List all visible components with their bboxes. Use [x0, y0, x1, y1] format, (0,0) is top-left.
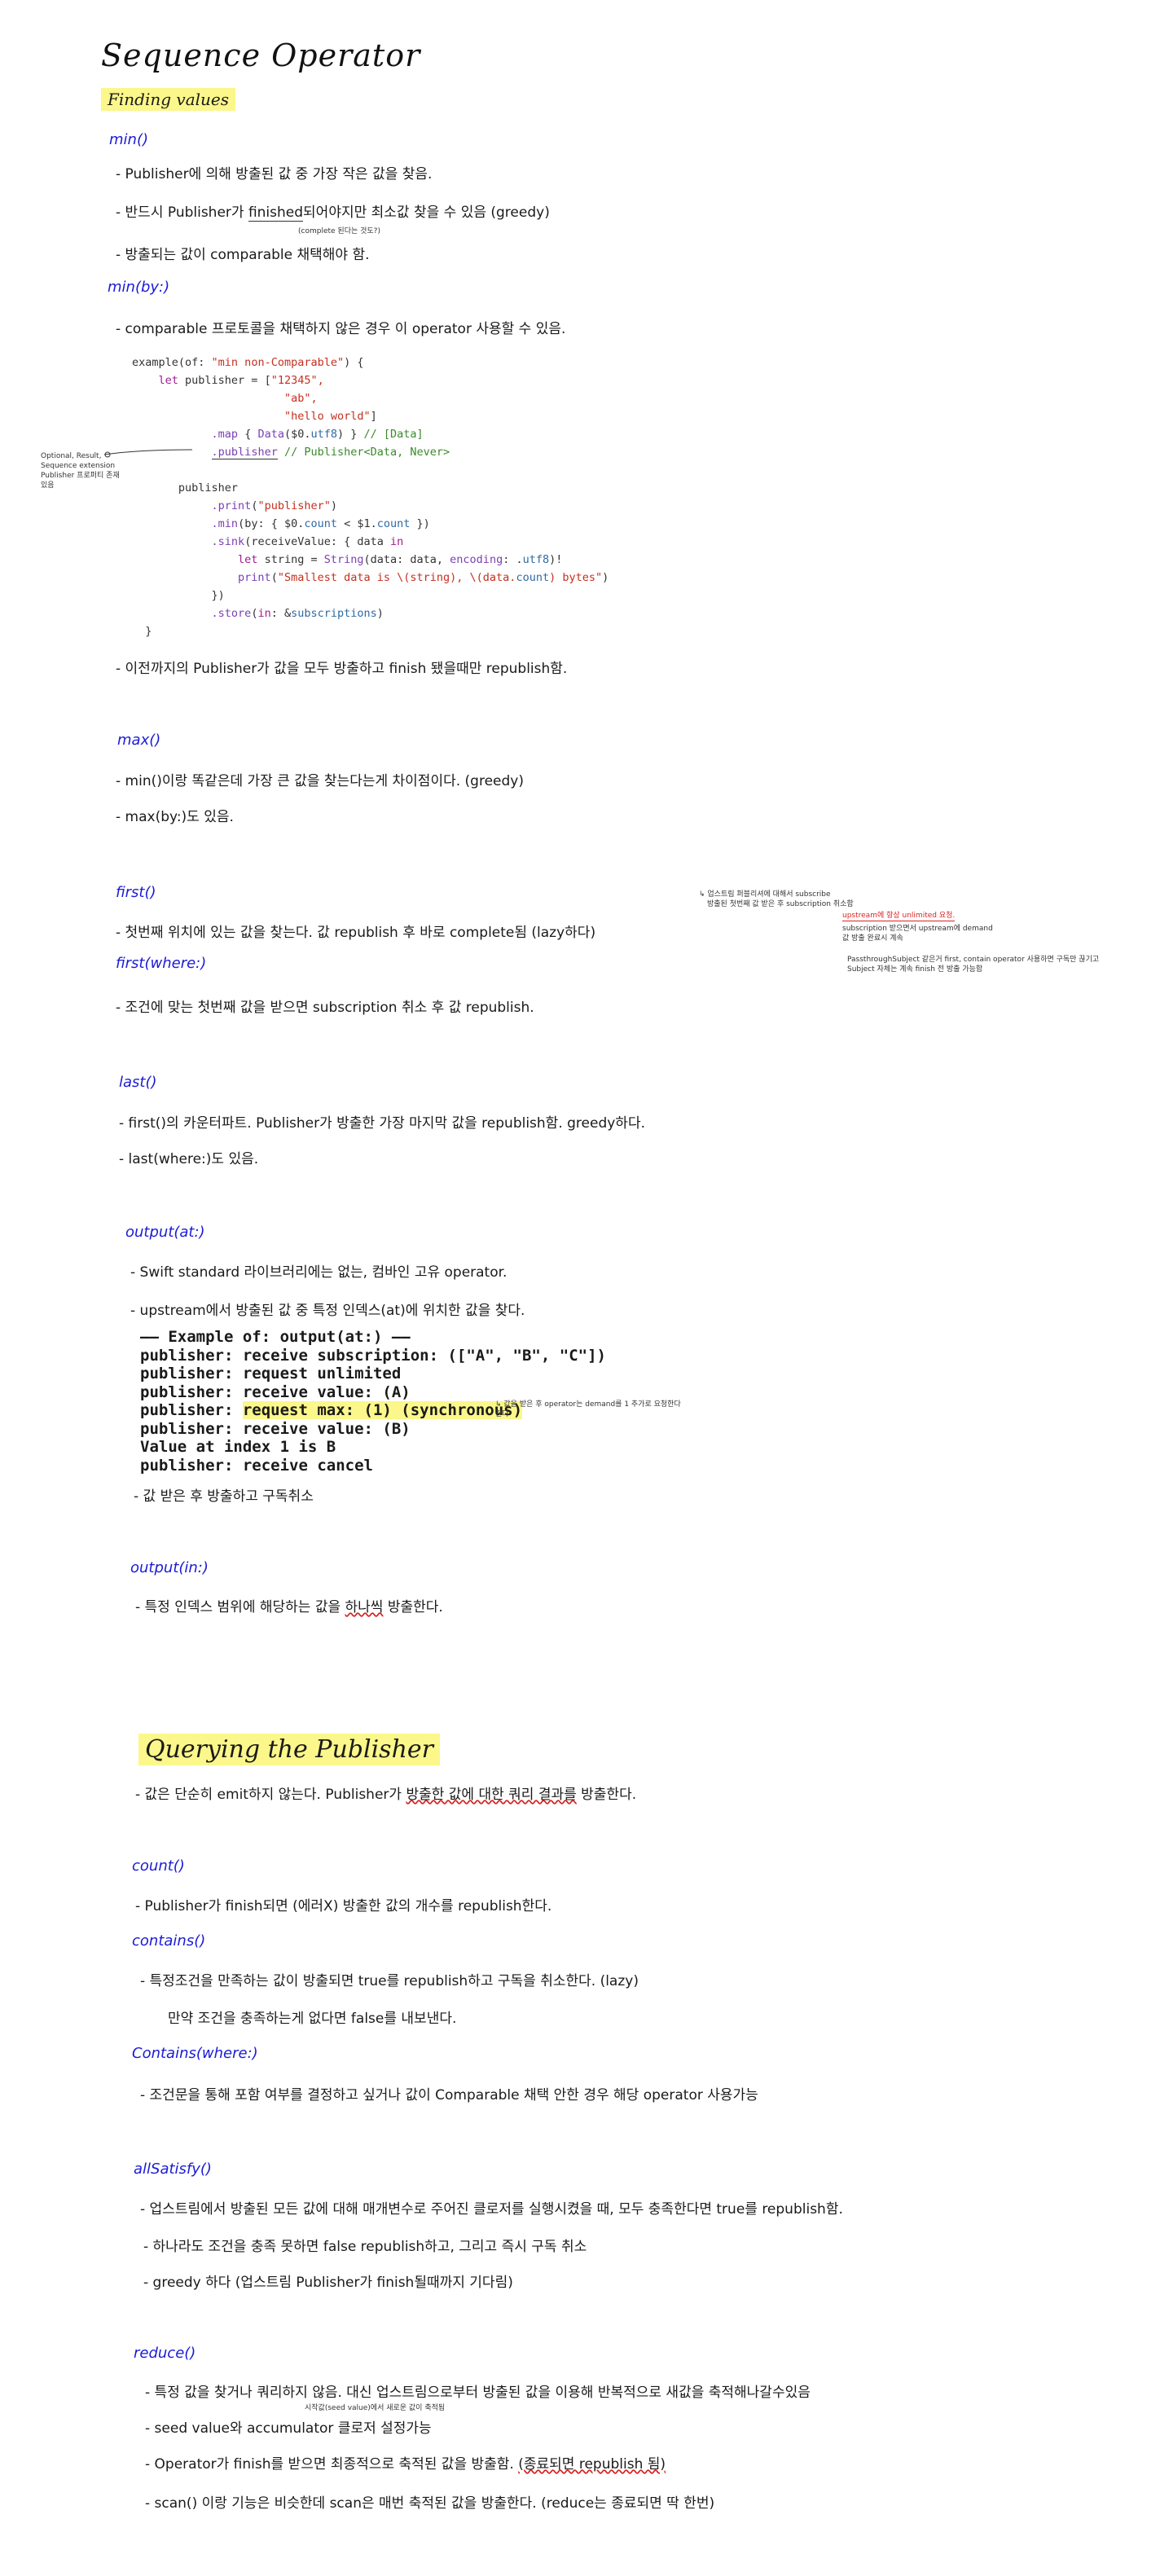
min-bullet-1: - Publisher에 의해 방출된 값 중 가장 작은 값을 찾음.	[116, 166, 433, 182]
first-note-demand: subscription 받으면서 upstream에 demand 값 방출 …	[842, 925, 993, 943]
page-title: Sequence Operator	[101, 37, 421, 73]
count-bullet-1: - Publisher가 finish되면 (에러X) 방출한 값의 개수를 r…	[135, 1898, 552, 1914]
contains-where-bullet-1: - 조건문을 통해 포함 여부를 결정하고 싶거나 값이 Comparable …	[140, 2087, 758, 2103]
contains-bullet-2: 만약 조건을 충족하는게 없다면 false를 내보낸다.	[168, 2011, 457, 2027]
heading-contains-where: Contains(where:)	[132, 2045, 258, 2062]
reduce-bullet-3: - Operator가 finish를 받으면 최종적으로 축적된 값을 방출함…	[145, 2456, 666, 2473]
reduce-bullet-1: - 특정 값을 찾거나 쿼리하지 않음. 대신 업스트림으로부터 방출된 값을 …	[145, 2385, 811, 2401]
output-at-bullet-1: - Swift standard 라이브러리에는 없는, 컴바인 고유 oper…	[130, 1264, 508, 1281]
allsatisfy-bullet-1: - 업스트림에서 방출된 모든 값에 대해 매개변수로 주어진 클로저를 실행시…	[140, 2201, 843, 2218]
heading-min-by: min(by:)	[108, 279, 170, 296]
side-note-publisher-property: Optional, Result, Sequence extension Pub…	[41, 452, 120, 490]
log-highlight-request-max: request max: (1) (synchronous)	[242, 1401, 523, 1419]
heading-min: min()	[109, 131, 148, 148]
heading-reduce: reduce()	[134, 2345, 196, 2362]
heading-count: count()	[132, 1857, 185, 1875]
min-bullet-2: - 반드시 Publisher가 finished되어야지만 최소값 찾을 수 …	[116, 204, 550, 222]
min-bullet-3: - 방출되는 값이 comparable 채택해야 함.	[116, 247, 370, 263]
last-bullet-1: - first()의 카운터파트. Publisher가 방출한 가장 마지막 …	[119, 1115, 645, 1132]
allsatisfy-bullet-3: - greedy 하다 (업스트림 Publisher가 finish될때까지 …	[143, 2275, 513, 2291]
query-intro: - 값은 단순히 emit하지 않는다. Publisher가 방출한 값에 대…	[135, 1787, 637, 1803]
section-heading-querying: Querying the Publisher	[130, 1734, 448, 1765]
max-bullet-1: - min()이랑 똑같은데 가장 큰 값을 찾는다는게 차이점이다. (gre…	[116, 773, 524, 789]
reduce-bullet-2: - seed value와 accumulator 클로저 설정가능	[145, 2420, 432, 2437]
heading-first-where: first(where:)	[116, 955, 207, 972]
heading-first: first()	[116, 884, 156, 901]
last-bullet-2: - last(where:)도 있음.	[119, 1151, 259, 1167]
first-note-subscribe: ↳ 업스트림 퍼블리셔에 대해서 subscribe 방출된 첫번째 값 받은 …	[699, 890, 854, 908]
first-note-red: upstream에 항상 unlimited 요청.	[842, 912, 956, 921]
heading-max: max()	[117, 732, 161, 749]
min-by-bullet-2: - 이전까지의 Publisher가 값을 모두 방출하고 finish 됐을때…	[116, 661, 568, 677]
min-by-bullet-1: - comparable 프로토콜을 채택하지 않은 경우 이 operator…	[116, 321, 566, 337]
reduce-seed-note: 시작값(seed value)에서 새로운 값이 축적됨	[305, 2404, 446, 2412]
heading-last: last()	[119, 1074, 157, 1091]
first-note-passthrough: PassthroughSubject 같은거 first, contain op…	[847, 956, 1100, 974]
output-at-bullet-3: - 값 받은 후 방출하고 구독취소	[134, 1488, 314, 1505]
max-bullet-2: - max(by:)도 있음.	[116, 809, 234, 825]
output-at-bullet-2: - upstream에서 방출된 값 중 특정 인덱스(at)에 위치한 값을 …	[130, 1303, 525, 1319]
heading-output-in: output(in:)	[130, 1559, 209, 1576]
output-at-demand-note: ↳ 값을 받은 후 operator는 demand를 1 추가로 요청한다 한…	[495, 1400, 681, 1418]
heading-allsatisfy: allSatisfy()	[134, 2161, 212, 2178]
first-where-bullet-1: - 조건에 맞는 첫번째 값을 받으면 subscription 취소 후 값 …	[116, 1000, 534, 1016]
contains-bullet-1: - 특정조건을 만족하는 값이 방출되면 true를 republish하고 구…	[140, 1973, 639, 1989]
min-note-complete: (complete 된다는 것도?)	[298, 227, 380, 235]
heading-contains: contains()	[132, 1932, 206, 1950]
output-at-console-log: —— Example of: output(at:) —— publisher:…	[140, 1328, 606, 1475]
allsatisfy-bullet-2: - 하나라도 조건을 충족 못하면 false republish하고, 그리고…	[143, 2239, 587, 2255]
side-note-arrow	[103, 449, 193, 458]
first-bullet-1: - 첫번째 위치에 있는 값을 찾는다. 값 republish 후 바로 co…	[116, 925, 596, 941]
section-heading-finding-values: Finding values	[101, 88, 235, 111]
reduce-bullet-4: - scan() 이랑 기능은 비슷한데 scan은 매번 축적된 값을 방출한…	[145, 2495, 715, 2512]
output-in-bullet-1: - 특정 인덱스 범위에 해당하는 값을 하나씩 방출한다.	[135, 1599, 443, 1615]
code-block-min-by: example(of: "min non-Comparable") { let …	[132, 356, 609, 638]
heading-output-at: output(at:)	[125, 1224, 205, 1241]
